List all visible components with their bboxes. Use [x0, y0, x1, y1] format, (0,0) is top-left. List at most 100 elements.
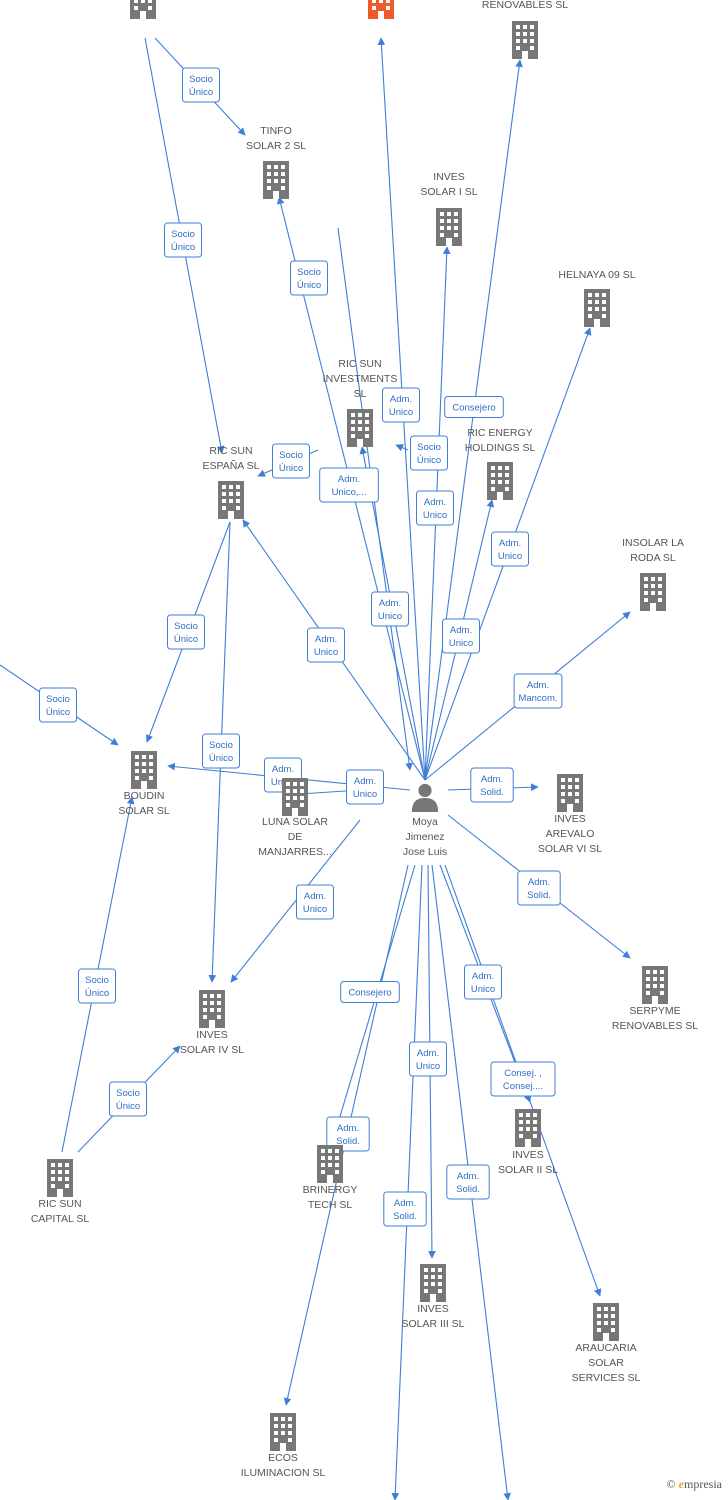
relation-label-text: Unico — [498, 551, 522, 562]
node-renovables_top[interactable]: RENOVABLES SL — [482, 0, 568, 59]
relation-label-text: Consejero — [348, 988, 391, 999]
node-label: SOLAR IV SL — [180, 1044, 244, 1056]
node-label: ARAUCARIA — [575, 1342, 636, 1354]
building-icon — [420, 1264, 446, 1302]
edge-23 — [395, 444, 409, 452]
relation-label-4: Consejero — [444, 396, 504, 418]
building-icon — [593, 1303, 619, 1341]
building-icon — [487, 462, 513, 500]
relation-label-text: Adm. — [315, 634, 337, 645]
person-icon — [411, 783, 439, 812]
node-label: RIC SUN — [209, 445, 252, 457]
relation-label-box — [383, 1191, 427, 1227]
relation-label-box — [290, 260, 328, 296]
relation-label-box — [470, 767, 514, 803]
building-icon — [130, 0, 156, 19]
node-label: Moya — [412, 816, 438, 828]
building-icon — [131, 751, 157, 789]
edges — [0, 37, 631, 1500]
relation-label-text: Adm. — [338, 474, 360, 485]
relation-label-3: Adm.Unico — [382, 387, 420, 423]
relation-label-box — [307, 627, 345, 663]
node-label: RODA SL — [630, 552, 676, 564]
relation-label-text: Único — [85, 988, 109, 999]
relation-label-text: Adm. — [354, 776, 376, 787]
node-label: DE — [288, 831, 303, 843]
building-icon — [218, 481, 244, 519]
node-top2[interactable] — [368, 0, 394, 19]
relation-label-text: Mancom. — [518, 693, 557, 704]
relation-label-text: Unico — [389, 407, 413, 418]
copyright-symbol: © — [666, 1477, 676, 1491]
relation-label-text: Unico — [423, 510, 447, 521]
relation-label-box — [319, 467, 379, 503]
building-icon — [640, 573, 666, 611]
node-label: SERPYME — [629, 1005, 680, 1017]
relation-label-22: Consejero — [340, 981, 400, 1003]
relation-label-text: Adm. — [450, 625, 472, 636]
relation-label-text: Adm. — [424, 497, 446, 508]
node-top1[interactable] — [130, 0, 156, 19]
building-icon — [584, 289, 610, 327]
relation-label-box — [78, 968, 116, 1004]
brand-initial: e — [678, 1477, 684, 1491]
node-helnaya[interactable]: HELNAYA 09 SL — [558, 269, 636, 327]
relation-label-box — [340, 981, 400, 1003]
relation-label-text: Unico,... — [332, 487, 367, 498]
relation-label-text: Unico — [416, 1061, 440, 1072]
relation-label-21: Adm.Unico — [296, 884, 334, 920]
relation-label-box — [491, 531, 529, 567]
relation-label-text: Solid. — [527, 890, 551, 901]
relation-label-text: Consej.... — [503, 1081, 543, 1092]
node-label: RIC ENERGY — [467, 427, 532, 439]
relation-label-box — [371, 591, 409, 627]
relation-label-text: Socio — [46, 694, 70, 705]
relation-label-18: Adm.Unico — [346, 769, 384, 805]
relation-label-text: Adm. — [499, 538, 521, 549]
building-icon — [317, 1145, 343, 1183]
node-label: SL — [354, 388, 367, 400]
relation-label-text: Unico — [314, 647, 338, 658]
relation-label-text: Único — [297, 280, 321, 291]
relation-label-26: Consej. ,Consej.... — [490, 1061, 556, 1097]
relation-label-19: Adm.Solid. — [470, 767, 514, 803]
node-label: MANJARRES... — [258, 846, 332, 858]
brand-rest: mpresia — [684, 1477, 722, 1491]
relation-label-box — [416, 490, 454, 526]
building-icon — [282, 778, 308, 816]
relation-label-8: Adm. Unico — [416, 490, 454, 526]
relation-label-box — [517, 870, 561, 906]
relation-label-text: Único — [116, 1101, 140, 1112]
node-label: TECH SL — [308, 1199, 353, 1211]
relation-label-23: Adm.Unico — [409, 1041, 447, 1077]
node-luna[interactable]: LUNA SOLARDEMANJARRES... — [258, 778, 332, 858]
relation-label-box — [164, 222, 202, 258]
building-icon — [436, 208, 462, 246]
relation-label-text: Adm. — [379, 598, 401, 609]
relation-label-text: Adm. — [304, 891, 326, 902]
relation-label-text: Adm. — [528, 877, 550, 888]
